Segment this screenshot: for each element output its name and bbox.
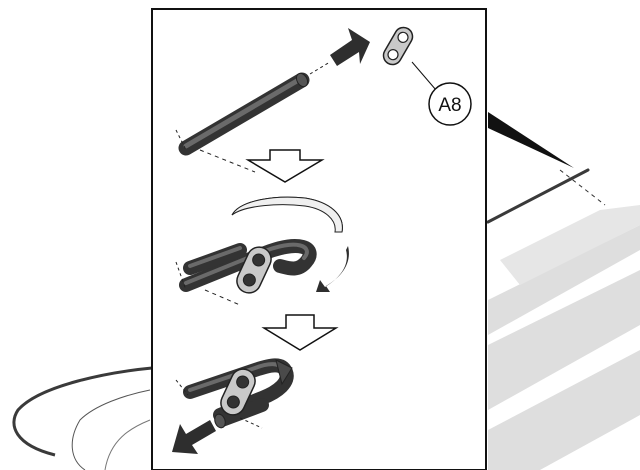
lawn-stripe-2 [488,270,640,410]
instruction-frame [151,8,487,470]
cable-end-segment [215,398,269,427]
station-outline [71,389,151,470]
cable-end-face [295,72,309,88]
lawn-stripe-3 [488,350,640,470]
guide-dashed [204,289,241,306]
cable-end-face [214,413,226,429]
guide-dashed [199,149,256,173]
insert-arrow [330,28,370,66]
rotation-arrow-head [316,246,349,292]
step-down-arrow-1 [245,149,325,183]
boundary-loop-left [12,366,153,457]
guide-dashed [175,129,187,151]
lawn-stripe-0 [500,205,640,285]
cable-clip-icon [220,368,256,416]
callout-leader [411,61,437,91]
station-outline-2 [104,419,151,470]
cable-segment-highlight [183,75,305,149]
callout-pointer [488,112,574,168]
part-label-a8: A8 [438,95,461,116]
step-down-arrow-2 [261,314,339,351]
cable-clip-icon [382,26,414,66]
guide-dashed [239,417,263,429]
boundary-cable-dashed [559,169,606,206]
cable-clip-icon [236,246,272,294]
guide-dashed [175,261,187,291]
part-label-circle [428,82,472,126]
boundary-cable-right [486,168,590,224]
fold-tip [275,359,293,386]
step-3-pull-tight [172,358,294,454]
rotation-arrow-band [231,196,343,233]
pull-arrow [172,420,216,454]
cable-return-highlight [188,246,242,268]
lawn-stripe-1 [488,225,640,335]
lawn-background [12,112,640,470]
guide-dashed [309,61,331,75]
step-1-insert-cable: A8 [175,26,472,173]
step-2-loop-cable [175,196,349,306]
